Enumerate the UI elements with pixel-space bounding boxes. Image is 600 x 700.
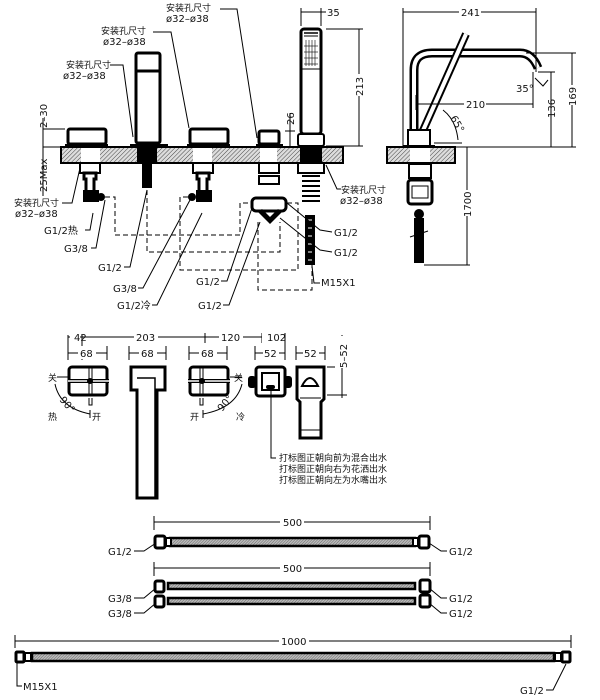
dim-overall-length: 241	[461, 8, 480, 19]
hose-1-left-label: G1/2	[108, 547, 132, 558]
front-view: 安装孔尺寸 ø32–ø38 安装孔尺寸 ø32–ø38 安装孔尺寸 ø32–ø3…	[14, 2, 386, 312]
label-hot-inlet: G1/2热	[44, 224, 78, 237]
hose-3-right-label: G1/2	[449, 609, 473, 620]
connection-cold	[179, 196, 299, 271]
hole-label-3-title: 安装孔尺寸	[166, 2, 211, 14]
dim-handshower-height: 213	[355, 77, 366, 96]
spout-thread	[142, 150, 152, 188]
front-connection-labels: G1/2热 G3/8 G1/2 G3/8 G1/2冷 G1/2 G1/2 G1/…	[44, 189, 358, 312]
cold-handle	[188, 127, 230, 146]
hose-2: 500 G3/8 G1/2	[108, 561, 473, 605]
hole-label-4-title: 安装孔尺寸	[14, 197, 59, 209]
hose-1: 500 G1/2 G1/2	[108, 515, 473, 558]
dim-spacing-2: 203	[136, 333, 155, 344]
dim-handshower-width: 35	[327, 8, 340, 19]
connection-hot	[105, 196, 252, 236]
top-dimensions: 42 203 120 102 68 68 68 52	[67, 330, 350, 398]
cold-side-label: 冷	[236, 411, 245, 423]
dim-spacing-1: 42	[74, 333, 87, 344]
top-spout	[129, 365, 167, 500]
cold-closed-label: 关	[234, 372, 243, 384]
dim-width-hot: 68	[80, 349, 93, 360]
hose-2-length: 500	[283, 564, 302, 575]
hole-diverter	[260, 148, 277, 162]
hot-closed-label: 关	[48, 372, 57, 384]
dim-spacing-4: 102	[267, 333, 286, 344]
dim-diverter-offset: 5–52	[339, 344, 350, 368]
front-hole-labels: 安装孔尺寸 ø32–ø38 安装孔尺寸 ø32–ø38 安装孔尺寸 ø32–ø3…	[14, 2, 386, 220]
top-cold-handle: 关 90° 冷 开	[188, 365, 245, 423]
dim-width-handshower: 52	[304, 349, 317, 360]
side-dimensions: 241 210 35° 65° 136 169 1700	[402, 4, 579, 266]
diverter-note-3: 打标图正朝向左为水嘴出水	[279, 474, 387, 486]
label-hot-outlet: G3/8	[64, 244, 88, 255]
hose-1-length: 500	[283, 518, 302, 529]
label-diverter-in-2: G1/2	[198, 301, 222, 312]
label-spout-thread: G1/2	[98, 263, 122, 274]
dim-deck-thickness: 25Max	[39, 159, 50, 192]
dim-width-spout: 68	[141, 349, 154, 360]
connection-spout	[146, 190, 281, 253]
label-diverter-out-1: G1/2	[334, 228, 358, 239]
top-handshower-holder	[295, 365, 326, 440]
spout-body	[134, 51, 162, 145]
label-diverter-out-2: G1/2	[334, 248, 358, 259]
dim-width-diverter: 52	[264, 349, 277, 360]
cold-open-label: 开	[190, 412, 199, 423]
front-dimensions: 2–30 25Max 26 35 213	[39, 8, 366, 196]
hole-label-3-size: ø32–ø38	[166, 14, 209, 25]
label-handshower-thread: M15X1	[321, 278, 356, 289]
dim-spout-outlet-height: 136	[547, 99, 558, 118]
hole-handshower	[300, 148, 322, 162]
hot-handle	[66, 127, 108, 146]
dim-handshower-angle: 65°	[447, 114, 465, 135]
dim-width-cold: 68	[201, 349, 214, 360]
dim-spout-angle: 35°	[516, 84, 534, 95]
hose-3-left-label: G3/8	[108, 609, 132, 620]
label-cold-outlet: G3/8	[113, 284, 137, 295]
dim-handle-height: 2–30	[39, 104, 50, 128]
hose-2-right-label: G1/2	[449, 594, 473, 605]
hole-cold	[193, 148, 212, 162]
hole-label-2-title: 安装孔尺寸	[101, 25, 146, 37]
hose-3: G3/8 G1/2	[108, 593, 473, 620]
hose-4-right-label: G1/2	[520, 686, 544, 697]
hot-angle-label: 90°	[57, 395, 77, 416]
hose-1-right-label: G1/2	[449, 547, 473, 558]
hose-4-length: 1000	[281, 637, 306, 648]
dim-spacing-3: 120	[221, 333, 240, 344]
hole-label-5-size: ø32–ø38	[340, 196, 383, 207]
hole-label-1-title: 安装孔尺寸	[66, 59, 111, 71]
connection-handshower	[257, 222, 313, 291]
diverter-note-2: 打标图正朝向右为花洒出水	[279, 463, 387, 475]
diverter-knob	[257, 129, 281, 146]
label-cold-inlet: G1/2冷	[117, 299, 151, 312]
hole-label-1-size: ø32–ø38	[63, 71, 106, 82]
hose-2-left-label: G3/8	[108, 594, 132, 605]
hose-4-left-label: M15X1	[23, 682, 58, 693]
top-hot-handle: 关 90° 热 开	[48, 365, 109, 423]
diverter-note-1: 打标图正朝向前为混合出水	[279, 452, 387, 464]
diverter-body	[250, 196, 288, 213]
hose-4: 1000 M15X1 G1/2	[14, 634, 572, 697]
handshower	[299, 27, 323, 136]
hot-open-label: 开	[92, 412, 101, 423]
diverter-notes: 打标图正朝向前为混合出水 打标图正朝向右为花洒出水 打标图正朝向左为水嘴出水	[279, 452, 387, 486]
hole-label-2-size: ø32–ø38	[103, 37, 146, 48]
handshower-hose-stub	[305, 215, 315, 265]
dim-hose-length: 1700	[463, 192, 474, 217]
dim-diverter-height: 26	[286, 112, 297, 125]
hole-label-4-size: ø32–ø38	[15, 209, 58, 220]
hoses: 500 G1/2 G1/2 500 G3/8 G1/2	[14, 515, 572, 697]
dim-spout-reach: 210	[466, 100, 485, 111]
dim-spout-top-height: 169	[568, 87, 579, 106]
top-view: 42 203 120 102 68 68 68 52	[48, 330, 387, 500]
side-view: 241 210 35° 65° 136 169 1700	[386, 4, 579, 266]
hot-side-label: 热	[48, 411, 57, 423]
top-diverter	[248, 365, 292, 459]
hole-label-5-title: 安装孔尺寸	[341, 184, 386, 196]
hole-hot	[81, 148, 100, 162]
label-diverter-in-1: G1/2	[196, 277, 220, 288]
